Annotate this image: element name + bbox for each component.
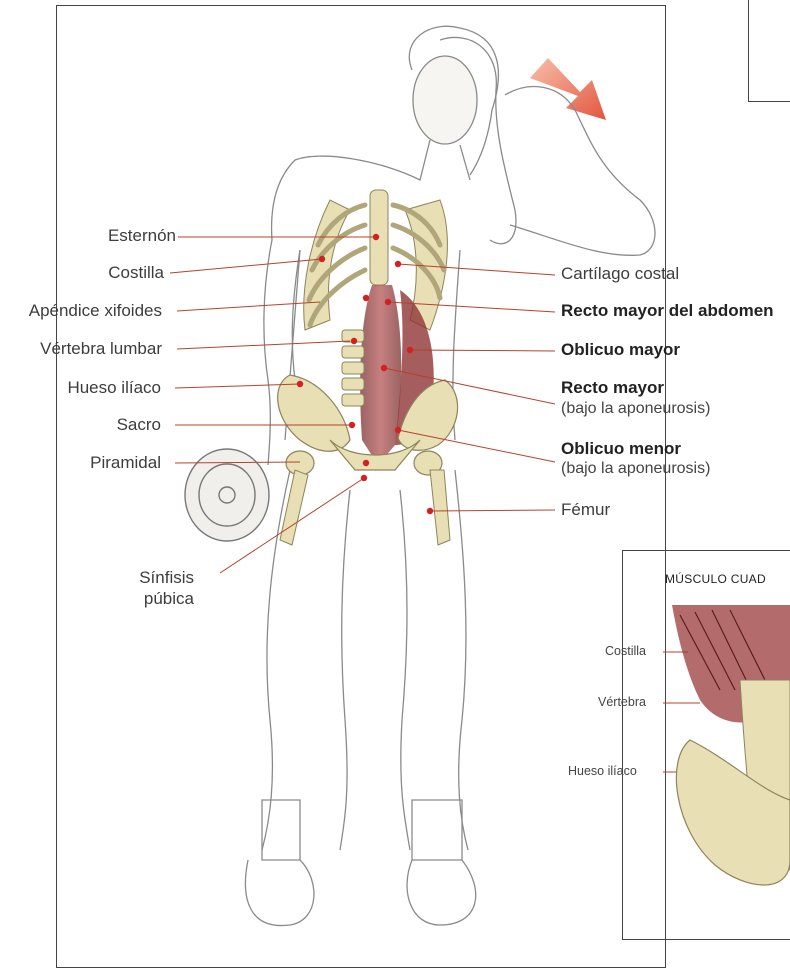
label-recto-mayor-abdomen: Recto mayor del abdomen <box>561 301 774 321</box>
label-sinfisis-1: Sínfisis <box>139 568 194 588</box>
label-vertebra-lumbar: Vértebra lumbar <box>40 339 162 359</box>
label-piramidal: Piramidal <box>90 453 161 473</box>
label-costilla: Costilla <box>108 263 164 283</box>
stretch-direction-arrow <box>530 58 606 120</box>
label-cartilago-costal: Cartílago costal <box>561 264 679 284</box>
inset-label-vertebra: Vértebra <box>598 695 646 709</box>
label-oblicuo-menor: Oblicuo menor <box>561 439 681 459</box>
label-recto-mayor-note: (bajo la aponeurosis) <box>561 400 710 418</box>
label-hueso-iliaco: Hueso ilíaco <box>67 378 161 398</box>
label-oblicuo-menor-note: (bajo la aponeurosis) <box>561 460 710 478</box>
label-apendice-xifoides: Apéndice xifoides <box>29 301 162 321</box>
inset-title: MÚSCULO CUAD <box>665 572 766 586</box>
femurs <box>280 470 450 545</box>
label-sinfisis-2: púbica <box>144 589 194 609</box>
label-sacro: Sacro <box>117 415 161 435</box>
inset-label-hueso-iliaco: Hueso ilíaco <box>568 764 637 778</box>
inset-muscle-drawing <box>672 605 790 885</box>
label-oblicuo-mayor: Oblicuo mayor <box>561 340 680 360</box>
label-esternon: Esternón <box>108 226 176 246</box>
label-femur: Fémur <box>561 500 610 520</box>
inset-label-costilla: Costilla <box>605 644 646 658</box>
label-recto-mayor: Recto mayor <box>561 378 664 398</box>
